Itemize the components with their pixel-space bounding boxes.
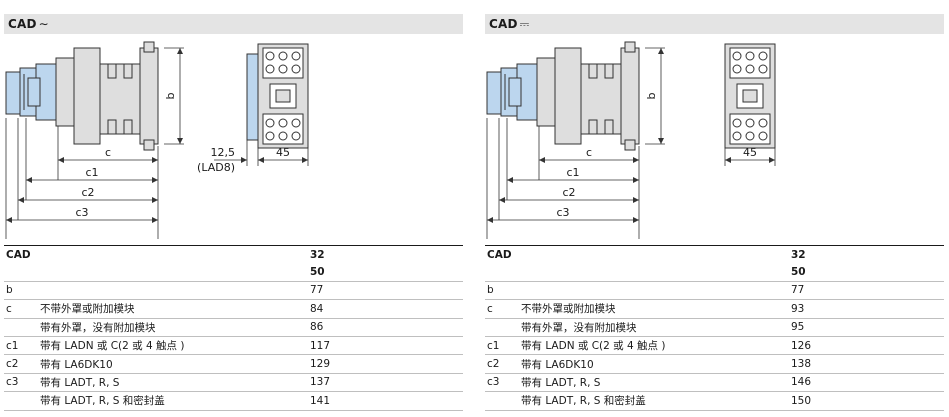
dimension-drawing: c c1 c2 c3 b 45 [486,41,776,239]
row-desc: 带有 LADT, R, S [517,373,787,393]
row-value: 77 [787,281,944,301]
row-value: 86 [306,318,463,337]
dim-label-c1: c1 [85,166,98,179]
row-value: 95 [787,318,944,337]
dim-label-c: c [105,146,111,159]
row-value: 129 [306,354,463,374]
row-code [4,391,36,411]
title-bar: CAD⎓ [485,14,944,34]
row-code: c2 [485,354,517,374]
row-code [4,318,36,337]
row-code: c [485,299,517,319]
header-code: CAD [485,245,787,264]
row-desc: 带有外罩，没有附加模块 [517,318,787,337]
table-row: c1 带有 LADN 或 C(2 或 4 触点 ) 117 [4,336,463,356]
dim-label-width: 45 [276,146,290,159]
panel-title: CAD∼ [8,17,49,31]
row-desc: 带有 LADT, R, S 和密封盖 [36,391,306,411]
contactor-front-view [724,43,776,149]
header-code: CAD [4,245,306,264]
row-desc [36,281,306,301]
header-value: 50 [306,263,463,282]
dc-symbol: ⎓ [519,17,530,31]
row-desc: 带有 LA6DK10 [517,354,787,374]
dim-label-offset-note: (LAD8) [197,161,235,174]
contactor-front-view [246,43,309,149]
row-code [485,318,517,337]
table-header-row: 50 [485,263,944,282]
row-code: c [4,299,36,319]
table-row: b 77 [485,281,944,301]
title-bar: CAD∼ [4,14,463,34]
panel-cad-dc: CAD ⎓ [485,14,944,414]
row-desc: 带有 LADN 或 C(2 或 4 触点 ) [517,336,787,356]
panel-title: CAD⎓ [489,17,530,31]
dim-label-c3: c3 [75,206,88,219]
row-value: 138 [787,354,944,374]
row-value: 141 [306,391,463,411]
row-value: 126 [787,336,944,356]
table-row: 带有 LADT, R, S 和密封盖 150 [485,391,944,411]
row-value: 117 [306,336,463,356]
row-code: c2 [4,354,36,374]
table-row: c1 带有 LADN 或 C(2 或 4 触点 ) 126 [485,336,944,356]
table-row: c3 带有 LADT, R, S 146 [485,373,944,393]
dim-label-c1: c1 [566,166,579,179]
dim-label-c2: c2 [562,186,575,199]
row-value: 93 [787,299,944,319]
table-row: c2 带有 LA6DK10 129 [4,354,463,374]
header-value: 50 [787,263,944,282]
header-value: 32 [787,245,944,264]
row-value: 137 [306,373,463,393]
table-row: 带有外罩，没有附加模块 95 [485,318,944,337]
dim-label-b: b [645,92,658,99]
header-value: 32 [306,245,463,264]
row-desc: 带有 LADN 或 C(2 或 4 触点 ) [36,336,306,356]
dim-label-c2: c2 [81,186,94,199]
dimension-table: CAD 32 50 b 77 c 不带外罩或附加模块 84 带有外罩，没有附加模… [4,245,463,411]
dim-label-b: b [164,92,177,99]
dim-label-width: 45 [743,146,757,159]
table-row: b 77 [4,281,463,301]
row-code: b [4,281,36,301]
row-desc [517,281,787,301]
table-row: c2 带有 LA6DK10 138 [485,354,944,374]
contactor-side-view [55,41,159,151]
table-row: c 不带外罩或附加模块 93 [485,299,944,319]
row-code: b [485,281,517,301]
panel-cad-ac: CAD ∼ [4,14,463,414]
row-desc: 不带外罩或附加模块 [517,299,787,319]
row-desc: 带有外罩，没有附加模块 [36,318,306,337]
row-code: c1 [485,336,517,356]
dim-label-c3: c3 [556,206,569,219]
row-desc: 带有 LADT, R, S [36,373,306,393]
dim-label-c: c [586,146,592,159]
table-header-row: CAD 32 [4,245,463,264]
ac-symbol: ∼ [38,17,49,31]
table-row: 带有 LADT, R, S 和密封盖 141 [4,391,463,411]
row-code: c1 [4,336,36,356]
dim-label-offset: 12,5 [211,146,236,159]
row-desc: 带有 LADT, R, S 和密封盖 [517,391,787,411]
table-row: c3 带有 LADT, R, S 137 [4,373,463,393]
row-value: 150 [787,391,944,411]
row-desc: 不带外罩或附加模块 [36,299,306,319]
table-row: c 不带外罩或附加模块 84 [4,299,463,319]
contactor-side-view [536,41,640,151]
dimension-drawing: c c1 c2 c3 b 12,5 (LAD8) 45 [5,41,309,239]
row-value: 146 [787,373,944,393]
table-header-row: CAD 32 [485,245,944,264]
front-module [5,63,57,121]
table-header-row: 50 [4,263,463,282]
row-desc: 带有 LA6DK10 [36,354,306,374]
front-module [486,63,538,121]
row-value: 77 [306,281,463,301]
row-code: c3 [485,373,517,393]
row-code: c3 [4,373,36,393]
row-value: 84 [306,299,463,319]
table-row: 带有外罩，没有附加模块 86 [4,318,463,337]
row-code [485,391,517,411]
dimension-table: CAD 32 50 b 77 c 不带外罩或附加模块 93 带有外罩，没有附加模… [485,245,944,411]
